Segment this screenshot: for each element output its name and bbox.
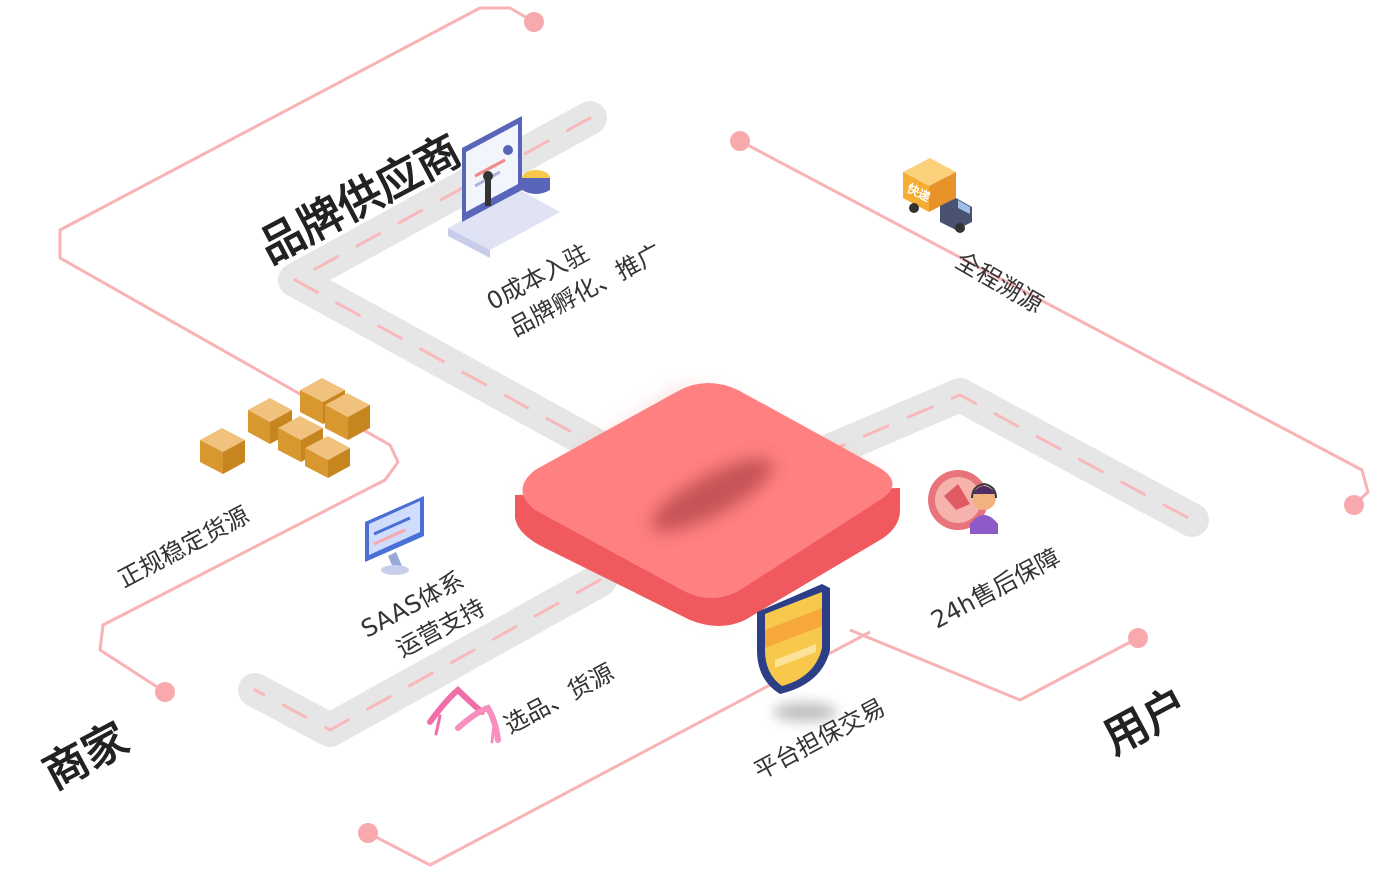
connector-dot	[358, 823, 378, 843]
connector-dot	[155, 682, 175, 702]
shield-icon	[757, 584, 837, 722]
monitor-icon	[365, 496, 424, 575]
road-right-dash	[818, 393, 1194, 522]
road-lower-dash	[253, 578, 602, 732]
box	[200, 428, 245, 474]
box	[325, 393, 370, 440]
connector-dot	[524, 12, 544, 32]
platform-blurred-logo	[651, 458, 773, 532]
cardboard-boxes-icon	[200, 378, 370, 478]
center-platform	[515, 383, 900, 626]
connector-dot	[730, 131, 750, 151]
customer-service-icon	[928, 470, 998, 534]
high-heels-icon	[427, 685, 501, 744]
connector-dots	[155, 12, 1364, 843]
connector-user	[849, 628, 1139, 702]
connector-dot	[1128, 628, 1148, 648]
connector-brand-outer	[58, 6, 535, 694]
box	[305, 436, 350, 478]
connector-dot	[1344, 495, 1364, 515]
delivery-truck-icon: 快递	[903, 158, 972, 233]
presentation-board-icon	[448, 116, 560, 258]
connector-bottom	[367, 630, 871, 867]
